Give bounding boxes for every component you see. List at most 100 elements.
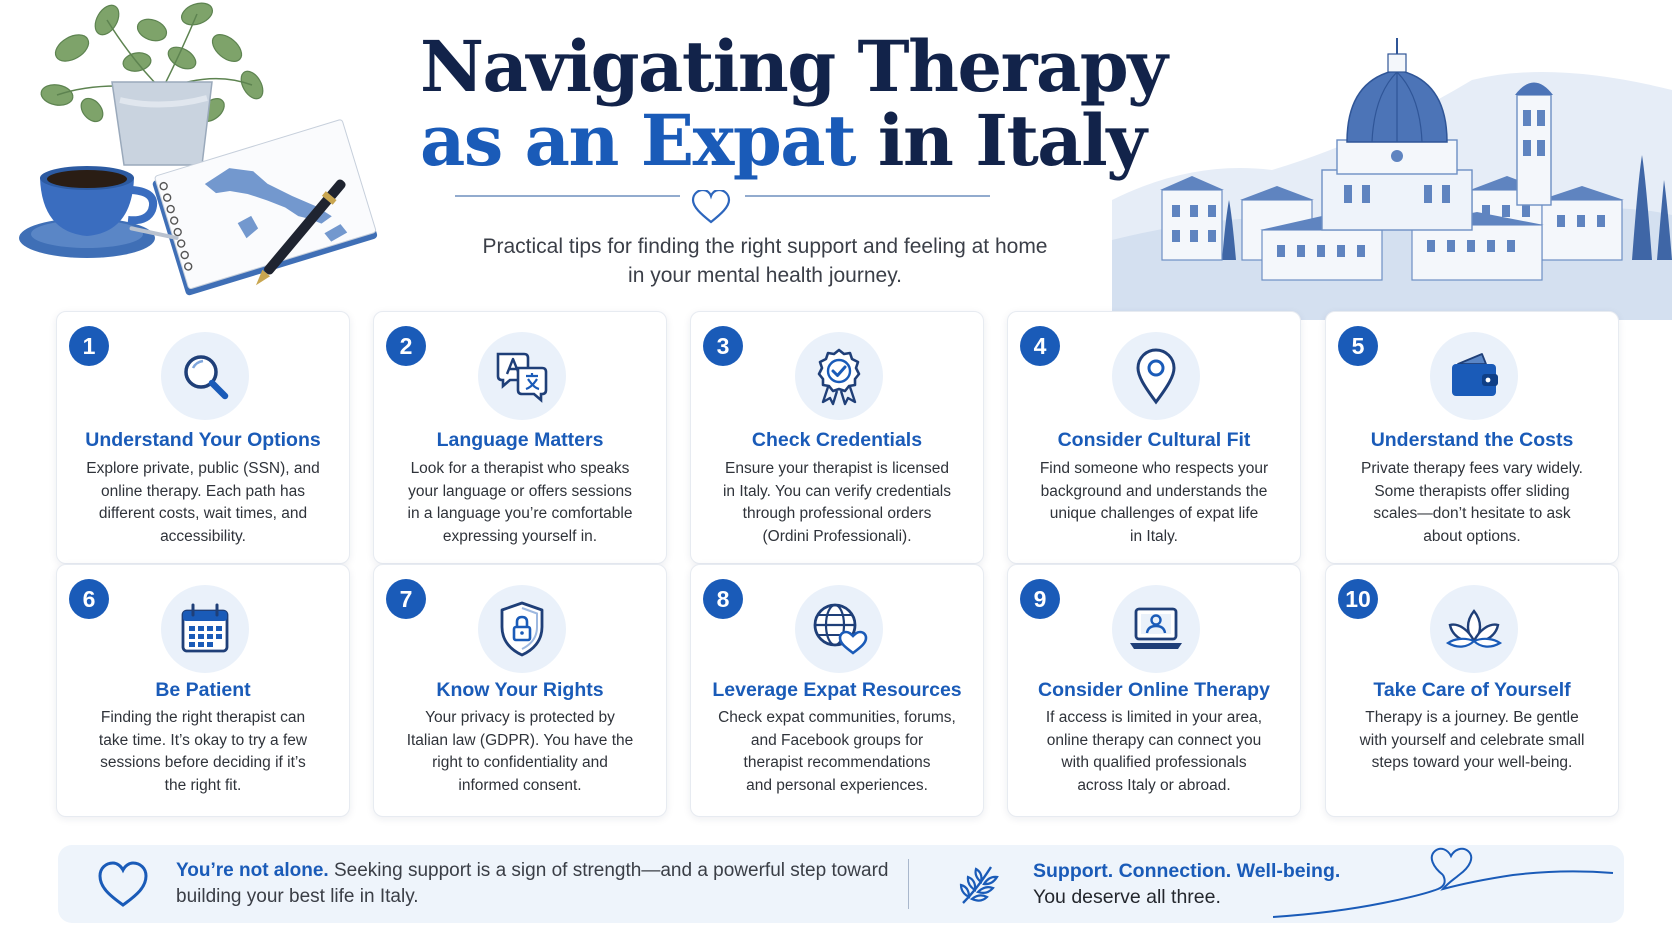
header: Navigating Therapy as an Expat in Italy … xyxy=(0,0,1672,320)
footer-emphasis: You’re not alone. xyxy=(176,860,329,881)
tip-desc-line: scales—don’t hesitate to ask xyxy=(1373,505,1571,522)
tip-desc-line: steps toward your well-being. xyxy=(1371,754,1573,771)
tip-card-8: 8 Leverage Expat Resources Check expat c… xyxy=(690,564,984,817)
tip-number-badge: 9 xyxy=(1020,579,1060,619)
tip-desc-line: about options. xyxy=(1423,527,1521,545)
tip-description: Your privacy is protected by Italian law… xyxy=(394,707,646,797)
tip-description: If access is limited in your area, onlin… xyxy=(1028,707,1280,797)
tip-desc-line: (Ordini Professionali). xyxy=(762,527,912,545)
tip-icon-circle xyxy=(161,585,249,673)
tip-desc-line: Your privacy is protected by xyxy=(425,709,615,726)
footer-tagline-title: Support. Connection. Well-being. xyxy=(1033,860,1341,882)
tip-title: Know Your Rights xyxy=(436,679,604,701)
tip-title: Check Credentials xyxy=(751,429,923,451)
tip-number-badge: 1 xyxy=(69,326,109,366)
footer-tagline: Support. Connection. Well-being. You des… xyxy=(1033,858,1453,910)
title-accent-as-an: as an xyxy=(420,99,641,182)
footer-separator xyxy=(908,859,909,909)
tip-desc-line: with qualified professionals xyxy=(1061,754,1247,771)
heart-swirl-decoration xyxy=(1273,847,1614,918)
desk-illustration xyxy=(19,2,378,296)
heart-icon xyxy=(691,190,731,224)
footer-tagline-sub: You deserve all three. xyxy=(1033,886,1221,908)
tip-title: Leverage Expat Resources xyxy=(712,679,962,701)
tip-desc-line: background and understands the xyxy=(1040,482,1268,500)
tip-desc-line: Private therapy fees vary widely. xyxy=(1361,460,1583,477)
tip-desc-line: in Italy. You can verify credentials xyxy=(722,482,952,500)
tip-title: Take Care of Yourself xyxy=(1373,679,1571,701)
page-title-line2: as an Expat in Italy xyxy=(420,104,1160,178)
tip-icon-circle xyxy=(795,585,883,673)
tip-desc-line: accessibility. xyxy=(160,527,246,545)
tip-title: Consider Online Therapy xyxy=(1038,679,1270,701)
tip-number-badge: 5 xyxy=(1338,326,1378,366)
tip-card-6: 6 Be Patient Finding the right therapist… xyxy=(56,564,350,817)
tip-title: Consider Cultural Fit xyxy=(1057,429,1251,451)
laurel-leaf-icon xyxy=(959,866,999,904)
tip-desc-line: online therapy. Each path has xyxy=(101,482,305,500)
title-accent-expat: Expat xyxy=(640,99,857,182)
tip-desc-line: your language or offers sessions xyxy=(408,482,632,500)
title-in-italy: in Italy xyxy=(855,99,1147,182)
tip-number-badge: 8 xyxy=(703,579,743,619)
tip-desc-line: Therapy is a journey. Be gentle xyxy=(1365,709,1579,726)
tip-description: Ensure your therapist is licensed in Ita… xyxy=(711,458,963,548)
footer-message-line1: You’re not alone. Seeking support is a s… xyxy=(176,858,916,884)
tip-card-10: 10 Take Care of Yourself Therapy is a jo… xyxy=(1325,564,1619,817)
tip-number-badge: 7 xyxy=(386,579,426,619)
tip-desc-line: different costs, wait times, and xyxy=(98,505,308,522)
tip-desc-line: therapist recommendations xyxy=(743,754,931,771)
tip-desc-line: Italian law (GDPR). You have the xyxy=(406,731,634,749)
calendar-icon xyxy=(181,603,229,653)
tip-desc-line: and Facebook groups for xyxy=(750,731,924,749)
tip-desc-line: Look for a therapist who speaks xyxy=(410,460,630,477)
tip-card-1: 1 Understand Your Options Explore privat… xyxy=(56,311,350,564)
tip-desc-line: take time. It’s okay to try a few xyxy=(98,731,308,749)
tip-card-5: 5 Understand the Costs Private therapy f… xyxy=(1325,311,1619,564)
tip-icon-circle xyxy=(478,332,566,420)
tip-desc-line: sessions before deciding if it’s xyxy=(100,754,306,771)
badge-check-icon xyxy=(817,348,861,406)
title-divider xyxy=(455,190,990,224)
tip-desc-line: Finding the right therapist can xyxy=(100,709,306,726)
globe-heart-icon xyxy=(813,603,868,655)
tip-number-badge: 3 xyxy=(703,326,743,366)
tip-icon-circle xyxy=(1112,585,1200,673)
tip-description: Private therapy fees vary widely. Some t… xyxy=(1346,458,1598,548)
tip-desc-line: online therapy can connect you xyxy=(1046,731,1262,749)
lotus-icon xyxy=(1445,609,1503,648)
tip-icon-circle xyxy=(795,332,883,420)
page-subtitle: Practical tips for finding the right sup… xyxy=(420,232,1110,290)
tip-description: Look for a therapist who speaks your lan… xyxy=(394,458,646,548)
tip-description: Find someone who respects your backgroun… xyxy=(1028,458,1280,548)
tip-icon-circle xyxy=(478,585,566,673)
laptop-user-icon xyxy=(1130,607,1182,649)
tip-description: Therapy is a journey. Be gentle with you… xyxy=(1346,707,1598,775)
translate-icon xyxy=(496,352,548,403)
tip-icon-circle xyxy=(1112,332,1200,420)
tip-desc-line: expressing yourself in. xyxy=(442,527,598,545)
tip-desc-line: with yourself and celebrate small xyxy=(1359,731,1585,749)
tip-desc-line: Some therapists offer sliding xyxy=(1374,482,1570,500)
tip-desc-line: Find someone who respects your xyxy=(1039,460,1269,477)
heart-outline-icon xyxy=(98,861,148,907)
tip-card-3: 3 Check Credentials Ensure your therapis… xyxy=(690,311,984,564)
footer-message-line2: building your best life in Italy. xyxy=(176,886,419,907)
title-block: Navigating Therapy as an Expat in Italy xyxy=(420,25,1168,178)
page-title-line1: Navigating Therapy xyxy=(420,25,1168,108)
tip-desc-line: If access is limited in your area, xyxy=(1045,709,1263,726)
tip-number-badge: 2 xyxy=(386,326,426,366)
tip-desc-line: and personal experiences. xyxy=(746,776,928,794)
tip-desc-line: in Italy. xyxy=(1130,527,1178,545)
tip-icon-circle xyxy=(161,332,249,420)
tip-title: Understand the Costs xyxy=(1370,429,1574,451)
tip-desc-line: right to confidentiality and xyxy=(432,754,608,771)
tip-card-7: 7 Know Your Rights Your privacy is prote… xyxy=(373,564,667,817)
tip-description: Finding the right therapist can take tim… xyxy=(77,707,329,797)
tip-desc-line: Check expat communities, forums, xyxy=(718,709,956,726)
tip-title: Language Matters xyxy=(436,429,604,451)
florence-skyline-illustration xyxy=(1112,38,1672,320)
tip-desc-line: informed consent. xyxy=(458,776,582,794)
tip-number-badge: 4 xyxy=(1020,326,1060,366)
tip-description: Explore private, public (SSN), and onlin… xyxy=(77,458,329,548)
